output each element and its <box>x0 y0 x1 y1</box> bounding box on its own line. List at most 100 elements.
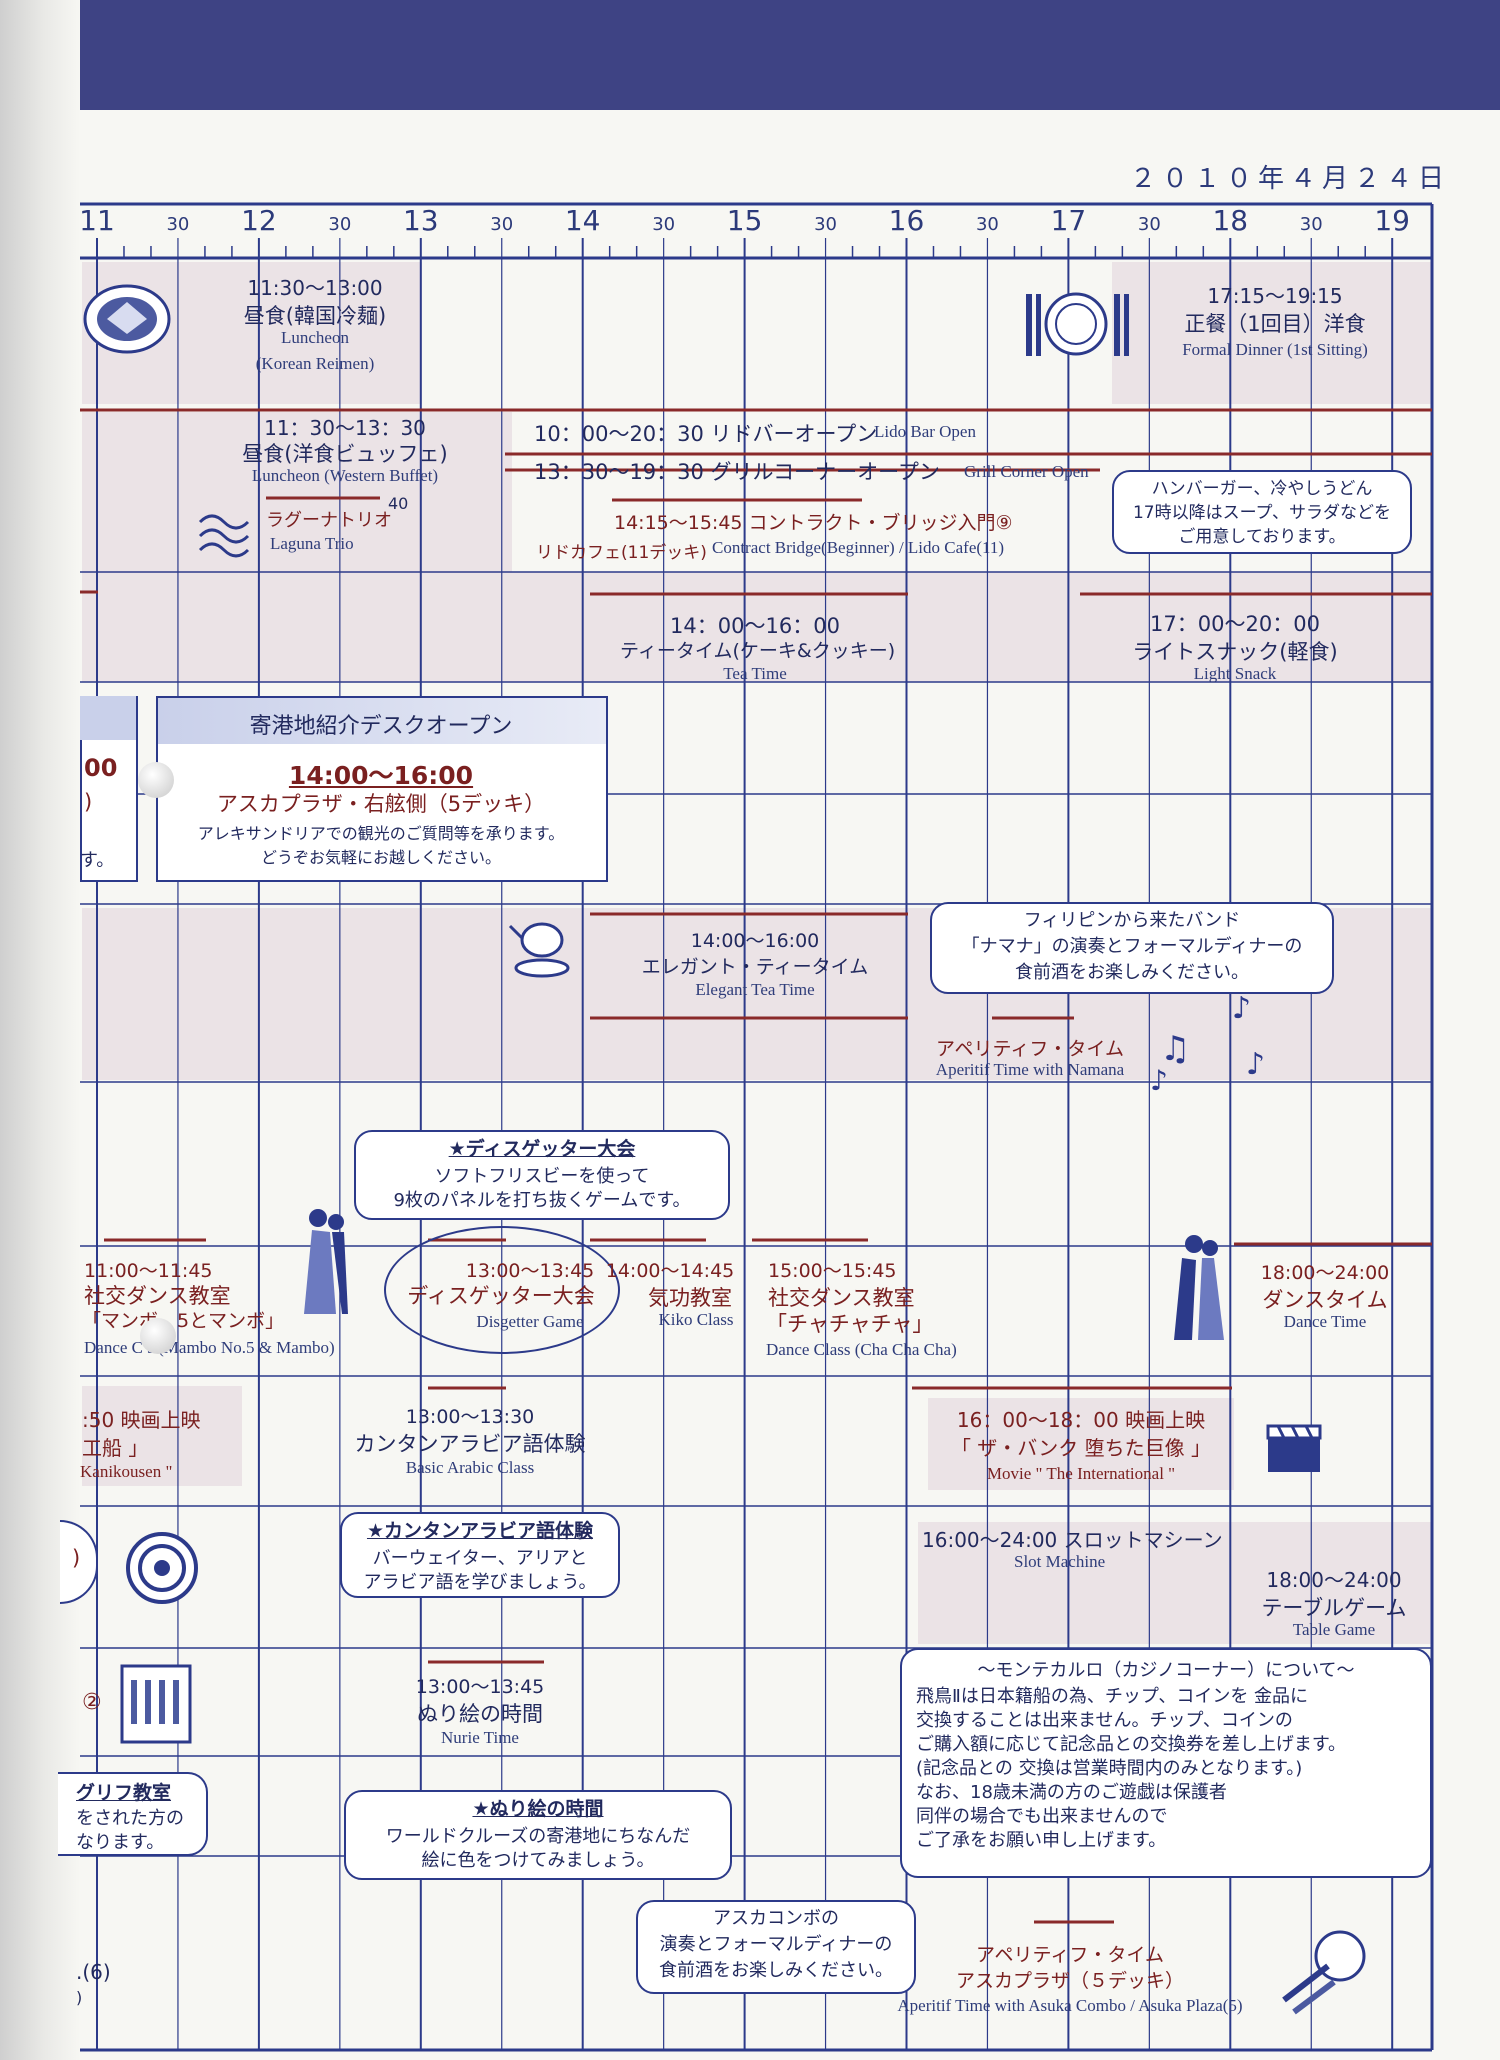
lido-bar-text: 10：00～20：30 リドバーオープン <box>534 422 878 446</box>
table-game-en: Table Game <box>1292 1620 1376 1639</box>
page-binding-shadow <box>0 0 80 2060</box>
formal-dinner-time: 17:15～19:15 <box>1207 284 1343 308</box>
kiko-en: Kiko Class <box>658 1310 734 1329</box>
combo-note-l1: アスカコンボの <box>713 1908 839 1929</box>
arabic-en: Basic Arabic Class <box>405 1458 535 1477</box>
tea-time-title: ティータイム(ケーキ&クッキー) <box>620 640 896 662</box>
movie-right-l3: Movie " The International " <box>986 1464 1176 1483</box>
light-snack-time: 17：00～20：00 <box>1150 612 1320 636</box>
nurie-title: ぬり絵の時間 <box>417 1702 543 1726</box>
nurie-en: Nurie Time <box>441 1728 519 1747</box>
kiko-title: 気功教室 <box>648 1286 732 1310</box>
lunch-korean-en2: (Korean Reimen) <box>255 354 375 373</box>
dance-mambo-title: 社交ダンス教室 <box>84 1284 231 1308</box>
light-snack-title: ライトスナック(軽食) <box>1132 640 1338 664</box>
dancing-couple-icon <box>304 1209 348 1314</box>
port-desk-note1: アレキサンドリアでの観光のご質問等を承ります。 <box>197 824 565 843</box>
teapot-icon <box>508 922 570 978</box>
combo-note-l2: 演奏とフォーマルディナーの <box>659 1934 893 1955</box>
dancing-couple-right-icon <box>1174 1235 1224 1340</box>
laguna-en: Laguna Trio <box>270 534 354 553</box>
left-cut-2-b: ② <box>82 1690 102 1715</box>
trumpet-icon <box>1282 1930 1366 2015</box>
kiko-time: 14:00～14:45 <box>605 1260 735 1282</box>
lunch-korean-time: 11:30～13:00 <box>247 276 383 300</box>
grill-text: 13：30～19：30 グリルコーナーオープン <box>534 460 940 484</box>
aperitif-combo-en: Aperitif Time with Asuka Combo / Asuka P… <box>897 1996 1243 2015</box>
hieroglyph-l3: なります。 <box>76 1832 165 1853</box>
monte-carlo-l3: ご購入額に応じて記念品との交換券を差し上げます。 <box>916 1734 1347 1755</box>
aperitif-namana-en: Aperitif Time with Namana <box>935 1060 1125 1079</box>
formal-dinner-title: 正餐（1回目）洋食 <box>1184 312 1366 336</box>
dance-cha-title: 社交ダンス教室 <box>768 1286 915 1310</box>
nurie-note-l2: 絵に色をつけてみましょう。 <box>421 1850 655 1871</box>
punch-hole-2 <box>140 1318 176 1354</box>
movie-left-l3: Kanikousen " <box>80 1462 173 1481</box>
dance-cha-en: Dance Class (Cha Cha Cha) <box>766 1340 957 1359</box>
lunch-western-time: 11：30～13：30 <box>264 416 426 440</box>
grill-note-l3: ご用意しております。 <box>1178 527 1346 547</box>
grill-note-bubble <box>1112 470 1412 554</box>
bridge-place: リドカフェ(11デッキ) <box>536 543 707 563</box>
arabic-note-l2: アラビア語を学びましょう。 <box>363 1572 597 1593</box>
lunch-korean-en1: Luncheon <box>281 328 349 347</box>
hour-label: 18 <box>1212 204 1249 237</box>
arabic-title: カンタンアラビア語体験 <box>354 1432 586 1456</box>
dartboard-icon <box>126 1532 198 1604</box>
port-desk-place: アスカプラザ・右舷側（5デッキ） <box>216 792 546 816</box>
grill-note-l2: 17時以降はスープ、サラダなどを <box>1132 503 1392 523</box>
left-cut-1-c: す。 <box>80 850 115 871</box>
hour-label: 30 <box>490 214 514 235</box>
dance-time-time: 18:00～24:00 <box>1260 1262 1390 1284</box>
table-game-time: 18:00～24:00 <box>1266 1568 1402 1592</box>
cutlery-plate-icon <box>1026 292 1129 356</box>
nurie-note-l1: ワールドクルーズの寄港地にちなんだ <box>385 1826 691 1847</box>
svg-text:♪: ♪ <box>1150 1064 1168 1097</box>
dance-cha-time: 15:00～15:45 <box>768 1260 897 1282</box>
hieroglyph-icon <box>120 1664 192 1744</box>
svg-text:♪: ♪ <box>1246 1047 1265 1082</box>
arabic-time: 13:00～13:30 <box>405 1406 535 1428</box>
svg-text:♫: ♫ <box>1160 1029 1190 1069</box>
laguna-num: 40 <box>388 494 409 513</box>
movie-right-l2: 「 ザ・バンク 堕ちた巨像 」 <box>950 1436 1212 1460</box>
top-color-band <box>80 0 1500 110</box>
dance-mambo-sub: 「マンボ 5とマンボ」 <box>82 1310 285 1332</box>
lunch-western-title: 昼食(洋食ビュッフェ) <box>242 442 448 466</box>
hour-label: 13 <box>402 204 439 237</box>
hieroglyph-bubble <box>58 1772 208 1856</box>
slot-en: Slot Machine <box>1014 1552 1106 1571</box>
disgetter-note-title: ★ディスゲッター大会 <box>448 1138 636 1160</box>
shade-lunch-western <box>82 412 512 572</box>
arabic-note-l1: バーウェイター、アリアと <box>372 1548 588 1569</box>
nurie-time: 13:00～13:45 <box>415 1676 545 1698</box>
shade-movie-left <box>82 1386 242 1486</box>
left-cut-2-a: ) <box>72 1546 81 1570</box>
schedule-date: ２０１０年４月２４日 <box>1130 164 1451 194</box>
aperitif-namana-title: アペリティフ・タイム <box>935 1038 1125 1060</box>
disgetter-note-l2: 9枚のパネルを打ち抜くゲームです。 <box>393 1190 691 1211</box>
port-desk-time: 14:00～16:00 <box>288 761 474 790</box>
bridge-en: Contract Bridge(Beginner) / Lido Cafe(11… <box>712 538 1005 557</box>
monte-carlo-title: ～モンテカルロ（カジノコーナー）について～ <box>977 1660 1355 1681</box>
grill-note-l1: ハンバーガー、冷やしうどん <box>1151 479 1373 499</box>
aperitif-combo-place: アスカプラザ（５デッキ） <box>955 1970 1184 1992</box>
hour-label: 15 <box>726 204 763 237</box>
monte-carlo-l1: 飛鳥Ⅱは日本籍船の為、チップ、コインを 金品に <box>916 1686 1309 1707</box>
movie-left-l2: 工船 」 <box>82 1436 149 1460</box>
bridge-text: 14:15～15:45 コントラクト・ブリッジ入門⑨ <box>614 512 1013 534</box>
disgetter-note-l1: ソフトフリスビーを使って <box>434 1166 650 1187</box>
hour-label: 12 <box>241 204 277 237</box>
disgetter-oval <box>384 1226 620 1354</box>
left-cut-1-a: 00 <box>84 754 118 782</box>
hour-label: 30 <box>328 214 352 235</box>
hour-label: 30 <box>1299 214 1323 235</box>
nurie-note-title: ★ぬり絵の時間 <box>472 1798 604 1820</box>
grill-en: Grill Corner Open <box>964 462 1089 481</box>
punch-hole <box>138 762 174 798</box>
hour-label: 17 <box>1050 204 1087 237</box>
hour-label: 14 <box>564 204 601 237</box>
combo-note-bubble <box>636 1900 916 1994</box>
